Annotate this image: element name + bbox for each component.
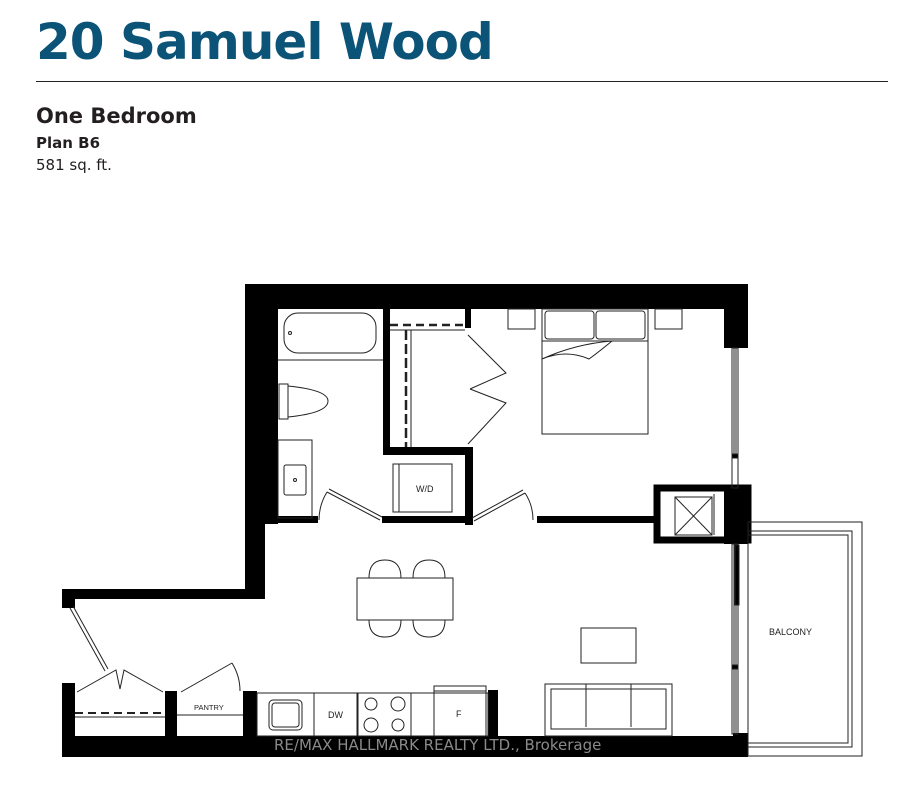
living-area: [544, 627, 673, 737]
sink-icon: [283, 464, 307, 496]
plan-name: Plan B6: [36, 134, 101, 152]
bathtub-icon: [283, 312, 377, 354]
washer-dryer-label: W/D: [416, 484, 434, 494]
bathroom: [277, 312, 383, 521]
bed-icon: [541, 308, 649, 435]
walls: [62, 284, 752, 757]
dishwasher-label: DW: [328, 710, 343, 720]
balcony-label: BALCONY: [769, 627, 812, 637]
title-divider: [36, 81, 888, 82]
unit-area: 581 sq. ft.: [36, 156, 112, 174]
fridge-icon: [433, 685, 487, 737]
dining-table: [356, 559, 454, 638]
bedroom: [507, 308, 683, 435]
coffee-table-icon: [580, 627, 637, 664]
laundry: W/D: [392, 463, 534, 522]
toilet-icon: [278, 383, 329, 420]
fridge-label: F: [456, 709, 462, 719]
nightstand-icon: [507, 308, 536, 330]
stove-icon: [357, 692, 412, 737]
sofa-icon: [544, 683, 673, 737]
kitchen: DW F: [256, 685, 489, 737]
closet: [390, 323, 507, 447]
pantry-label: PANTRY: [194, 703, 224, 712]
page-title: 20 Samuel Wood: [36, 13, 494, 71]
balcony: BALCONY: [747, 521, 863, 757]
brokerage-watermark: RE/MAX HALLMARK REALTY LTD., Brokerage: [274, 736, 602, 754]
hvac-closet: [674, 494, 715, 536]
unit-type: One Bedroom: [36, 104, 197, 128]
windows: [731, 347, 740, 735]
kitchen-sink-icon: [268, 699, 303, 731]
nightstand-icon: [654, 308, 683, 330]
entry: PANTRY: [69, 605, 243, 718]
